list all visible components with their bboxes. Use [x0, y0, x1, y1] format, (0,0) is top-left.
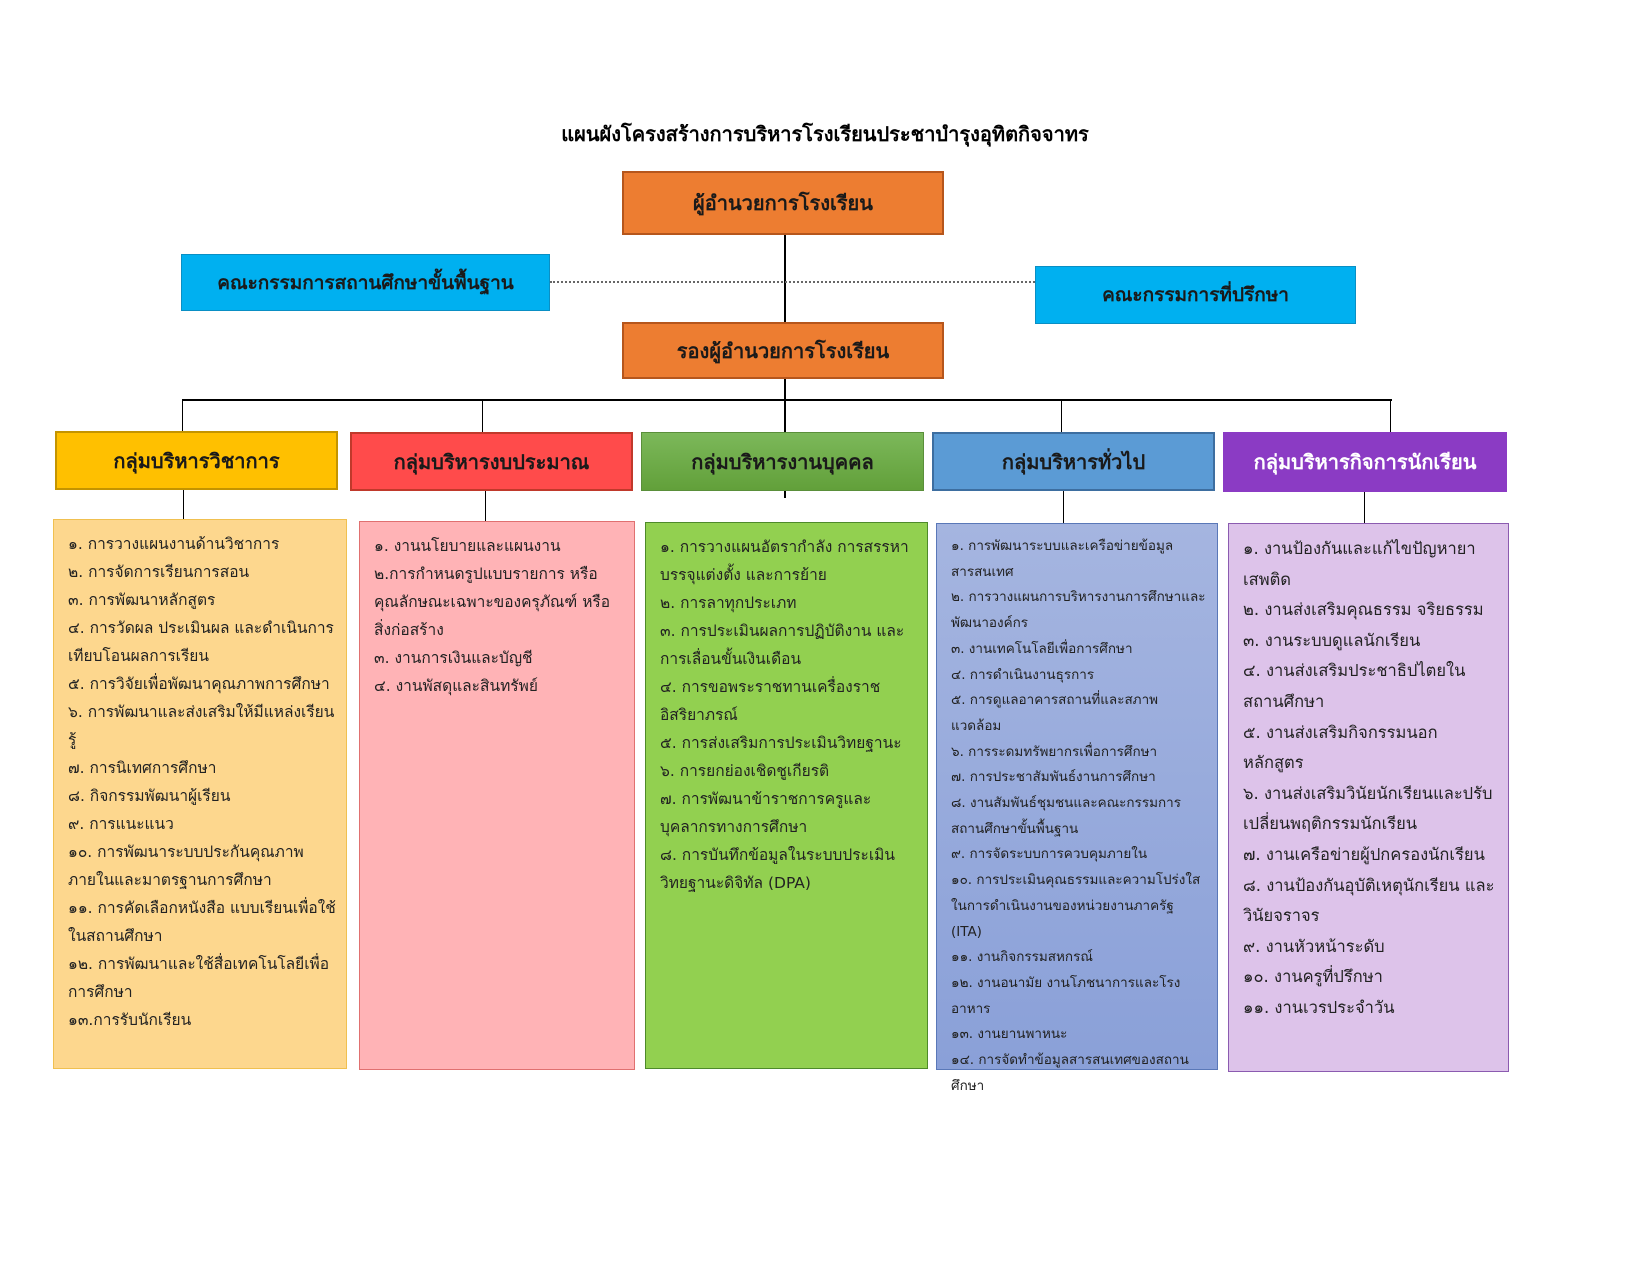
- list-item: ๑๑. งานเวรประจำวัน: [1243, 997, 1395, 1017]
- list-item: ๔. งานพัสดุและสินทรัพย์: [374, 677, 538, 695]
- group-list-budget: ๑. งานนโยบายและแผนงาน๒.การกำหนดรูปแบบราย…: [359, 521, 635, 1070]
- list-item: ๑. งานป้องกันและแก้ไขปัญหายาเสพติด: [1243, 539, 1476, 589]
- list-item: ๑๑. การคัดเลือกหนังสือ แบบเรียนเพื่อใช้ใ…: [68, 899, 336, 945]
- list-item: ๗. การนิเทศการศึกษา: [68, 759, 217, 777]
- connector-horizontal-bus: [182, 399, 1392, 401]
- connector-general-list: [1063, 490, 1064, 523]
- list-item: ๑๐. การประเมินคุณธรรมและความโปร่งใสในการ…: [951, 872, 1201, 940]
- list-item: ๑. งานนโยบายและแผนงาน: [374, 537, 561, 555]
- list-item: ๘. กิจกรรมพัฒนาผู้เรียน: [68, 787, 231, 805]
- list-item: ๑๒. งานอนามัย งานโภชนาการและโรงอาหาร: [951, 974, 1181, 1017]
- connector-committees-dotted: [550, 281, 1035, 283]
- list-item: ๑๓.การรับนักเรียน: [68, 1011, 192, 1029]
- group-header-academic: กลุ่มบริหารวิชาการ: [55, 431, 338, 490]
- deputy-director-label: รองผู้อำนวยการโรงเรียน: [676, 338, 890, 363]
- list-item: ๑. การพัฒนาระบบและเครือข่ายข้อมูลสารสนเท…: [951, 538, 1174, 580]
- connector-director-deputy: [784, 235, 786, 323]
- list-item: ๒.การกำหนดรูปแบบรายการ หรือคุณลักษณะเฉพา…: [374, 565, 611, 639]
- list-item: ๑๐. การพัฒนาระบบประกันคุณภาพภายในและมาตร…: [68, 843, 304, 889]
- list-item: ๑. การวางแผนงานด้านวิชาการ: [68, 535, 280, 553]
- list-item: ๑๓. งานยานพาหนะ: [951, 1026, 1068, 1043]
- list-item: ๗. การพัฒนาข้าราชการครูและบุคลากรทางการศ…: [660, 790, 872, 836]
- page-title: แผนผังโครงสร้างการบริหารโรงเรียนประชาบำร…: [561, 122, 1089, 146]
- list-item: ๓. การประเมินผลการปฏิบัติงาน และการเลื่อ…: [660, 622, 905, 668]
- list-item: ๔. งานส่งเสริมประชาธิปไตยในสถานศึกษา: [1243, 661, 1466, 711]
- list-item: ๓. งานการเงินและบัญชี: [374, 649, 533, 667]
- deputy-director-box: รองผู้อำนวยการโรงเรียน: [622, 322, 944, 379]
- list-item: ๑๒. การพัฒนาและใช้สื่อเทคโนโลยีเพื่อการศ…: [68, 955, 330, 1001]
- connector-bus-academic: [182, 399, 183, 431]
- group-list-general: ๑. การพัฒนาระบบและเครือข่ายข้อมูลสารสนเท…: [936, 523, 1218, 1094]
- list-item: ๙. การจัดระบบการควบคุมภายใน: [951, 846, 1148, 863]
- connector-academic-list: [183, 489, 184, 520]
- list-item: ๖. การยกย่องเชิดชูเกียรติ: [660, 762, 830, 780]
- group-header-personnel: กลุ่มบริหารงานบุคคล: [641, 432, 924, 491]
- list-item: ๑๔. การจัดทำข้อมูลสารสนเทศของสถานศึกษา: [951, 1052, 1189, 1094]
- group-header-budget: กลุ่มบริหารงบประมาณ: [350, 432, 633, 491]
- list-item: ๖. การพัฒนาและส่งเสริมให้มีแหล่งเรียนรู้: [68, 703, 335, 749]
- list-item: ๙. การแนะแนว: [68, 815, 174, 833]
- list-item: ๓. งานระบบดูแลนักเรียน: [1243, 630, 1421, 650]
- list-item: ๑. การวางแผนอัตรากำลัง การสรรหา บรรจุแต่…: [660, 538, 909, 584]
- group-name: กลุ่มบริหารงานบุคคล: [691, 449, 874, 474]
- basic-education-committee-box: คณะกรรมการสถานศึกษาขั้นพื้นฐาน: [181, 254, 550, 311]
- group-name: กลุ่มบริหารกิจการนักเรียน: [1253, 450, 1477, 474]
- group-list-student-affairs: ๑. งานป้องกันและแก้ไขปัญหายาเสพติด๒. งาน…: [1228, 523, 1509, 1072]
- list-item: ๒. งานส่งเสริมคุณธรรม จริยธรรม: [1243, 600, 1484, 620]
- connector-bus-general: [1061, 399, 1062, 432]
- list-item: ๒. การจัดการเรียนการสอน: [68, 563, 250, 581]
- group-header-student-affairs: กลุ่มบริหารกิจการนักเรียน: [1223, 432, 1507, 492]
- group-list-personnel: ๑. การวางแผนอัตรากำลัง การสรรหา บรรจุแต่…: [645, 522, 928, 1069]
- group-header-general: กลุ่มบริหารทั่วไป: [932, 432, 1215, 491]
- list-item: ๑๐. งานครูที่ปรึกษา: [1243, 967, 1383, 987]
- list-item: ๒. การวางแผนการบริหารงานการศึกษาและพัฒนา…: [951, 589, 1206, 632]
- group-list-academic: ๑. การวางแผนงานด้านวิชาการ๒. การจัดการเร…: [53, 519, 347, 1069]
- director-label: ผู้อำนวยการโรงเรียน: [693, 191, 873, 215]
- connector-student-list: [1364, 491, 1365, 524]
- group-name: กลุ่มบริหารงบประมาณ: [393, 449, 590, 474]
- list-item: ๖. การระดมทรัพยากรเพื่อการศึกษา: [951, 743, 1158, 760]
- list-item: ๗. การประชาสัมพันธ์งานการศึกษา: [951, 769, 1156, 786]
- connector-budget-list: [485, 490, 486, 522]
- list-item: ๓. การพัฒนาหลักสูตร: [68, 591, 216, 609]
- director-box: ผู้อำนวยการโรงเรียน: [622, 171, 944, 235]
- connector-bus-budget: [482, 399, 483, 432]
- group-name: กลุ่มบริหารทั่วไป: [1001, 449, 1146, 474]
- list-item: ๕. งานส่งเสริมกิจกรรมนอกหลักสูตร: [1243, 722, 1438, 773]
- list-item: ๕. การดูแลอาคารสถานที่และสภาพแวดล้อม: [951, 692, 1159, 734]
- list-item: ๔. การวัดผล ประเมินผล และดำเนินการเทียบโ…: [68, 619, 334, 665]
- advisory-committee-label: คณะกรรมการที่ปรึกษา: [1102, 284, 1289, 306]
- list-item: ๙. งานหัวหน้าระดับ: [1243, 936, 1385, 956]
- list-item: ๘. การบันทึกข้อมูลในระบบประเมินวิทยฐานะด…: [660, 846, 895, 892]
- list-item: ๒. การลาทุกประเภท: [660, 594, 797, 612]
- list-item: ๗. งานเครือข่ายผู้ปกครองนักเรียน: [1243, 844, 1485, 864]
- list-item: ๘. งานสัมพันธ์ชุมชนและคณะกรรมการสถานศึกษ…: [951, 795, 1181, 837]
- list-item: ๔. การขอพระราชทานเครื่องราชอิสริยาภรณ์: [660, 678, 881, 724]
- list-item: ๕. การส่งเสริมการประเมินวิทยฐานะ: [660, 734, 902, 752]
- list-item: ๑๑. งานกิจกรรมสหกรณ์: [951, 949, 1093, 966]
- group-name: กลุ่มบริหารวิชาการ: [113, 448, 280, 473]
- list-item: ๔. การดำเนินงานธุรการ: [951, 666, 1095, 683]
- list-item: ๖. งานส่งเสริมวินัยนักเรียนและปรับเปลี่ย…: [1243, 783, 1493, 834]
- basic-education-committee-label: คณะกรรมการสถานศึกษาขั้นพื้นฐาน: [217, 271, 514, 294]
- list-item: ๓. งานเทคโนโลยีเพื่อการศึกษา: [951, 640, 1133, 657]
- list-item: ๘. งานป้องกันอุบัติเหตุนักเรียน และวินัย…: [1243, 875, 1495, 926]
- connector-bus-student: [1390, 399, 1391, 432]
- list-item: ๕. การวิจัยเพื่อพัฒนาคุณภาพการศึกษา: [68, 675, 330, 693]
- advisory-committee-box: คณะกรรมการที่ปรึกษา: [1035, 266, 1356, 324]
